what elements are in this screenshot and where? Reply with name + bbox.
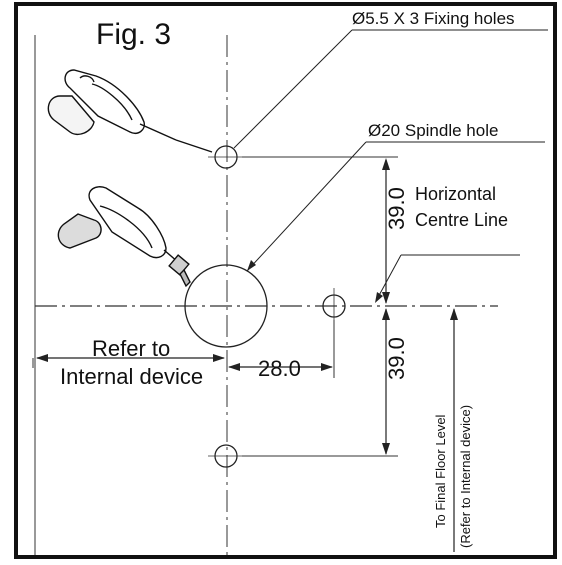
arrow-centre-leader: [375, 292, 383, 303]
horizontal-dimension-value: 28.0: [258, 356, 301, 381]
arrow-refer-right: [213, 354, 225, 362]
horizontal-label-line2: Centre Line: [415, 210, 508, 230]
arrow-lower-top: [382, 308, 390, 320]
leader-spindle-hole: [246, 141, 367, 272]
arrow-spindle-leader: [247, 260, 256, 271]
floor-label-line1: To Final Floor Level: [433, 414, 448, 528]
frame-border: [14, 2, 557, 559]
figure-title: Fig. 3: [96, 18, 171, 51]
screw-bit-icon: [57, 186, 191, 288]
horizontal-label-line1: Horizontal: [415, 184, 496, 204]
upper-dimension-value: 39.0: [384, 187, 409, 230]
lower-dimension-value: 39.0: [384, 337, 409, 380]
floor-label-line2: (Refer to Internal device): [458, 405, 473, 548]
leader-centre-line: [375, 254, 402, 302]
arrow-upper-bottom: [382, 292, 390, 304]
arrow-lower-bottom: [382, 443, 390, 455]
spindle-hole: [184, 264, 268, 348]
spindle-hole-label: Ø20 Spindle hole: [368, 121, 498, 140]
leader-fixing-holes: [233, 29, 353, 149]
arrow-refer-left: [36, 354, 48, 362]
fixing-holes-label: Ø5.5 X 3 Fixing holes: [352, 9, 515, 28]
arrow-horizontal-left: [228, 363, 240, 371]
refer-label-line2: Internal device: [60, 364, 203, 389]
arrow-floor-top: [450, 308, 458, 320]
arrow-upper-top: [382, 158, 390, 170]
arrow-horizontal-right: [321, 363, 333, 371]
refer-label-line1: Refer to: [92, 336, 170, 361]
screwdriver-icon: [47, 69, 213, 153]
